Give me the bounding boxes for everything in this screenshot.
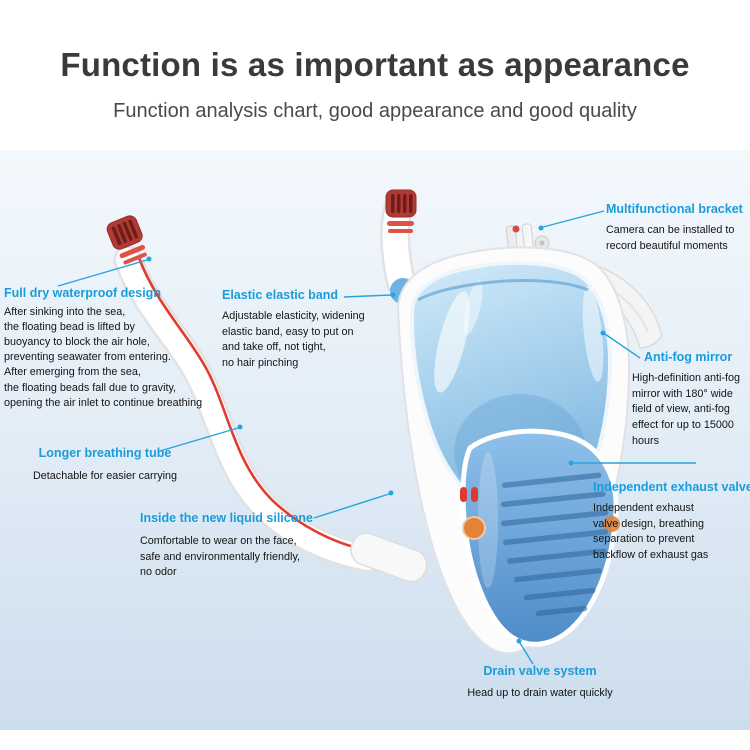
callout-description: Independent exhaust valve design, breath… [593,502,709,561]
exhaust-valves [460,487,620,540]
callout-anti-fog-mirror: Anti-fog mirror High-definition anti-fog… [632,350,750,449]
tube-connector [350,532,428,583]
callout-description: Comfortable to wear on the face, safe an… [140,535,301,579]
callout-leader-lines [57,210,696,665]
callout-description: After sinking into the sea, the floating… [4,306,203,409]
snorkel-tube-right [380,189,417,297]
callout-elastic-band: Elastic elastic band Adjustable elastici… [222,288,400,372]
callout-full-dry-waterproof-design: Full dry waterproof design After sinking… [4,286,246,411]
visor-highlight [434,291,470,393]
callout-independent-exhaust-valve: Independent exhaust valve Independent ex… [593,480,750,564]
callout-label: Multifunctional bracket [606,202,743,216]
callout-longer-breathing-tube: Longer breathing tube Detachable for eas… [20,446,190,485]
callout-drain-valve-system: Drain valve system Head up to drain wate… [442,664,638,702]
callout-description: Camera can be installed to record beauti… [606,224,735,252]
callout-liquid-silicone: Inside the new liquid silicone Comfortab… [140,511,336,581]
drain-valve [462,516,486,540]
callout-label: Anti-fog mirror [644,350,733,364]
callout-description: Head up to drain water quickly [467,687,613,699]
snorkel-tube-left [106,215,383,573]
visor-top-accent [417,279,589,302]
visor-highlight-small [463,280,483,336]
float-valve-cap-right [385,189,417,233]
callout-description: Adjustable elasticity, widening elastic … [222,310,365,369]
page-subtitle: Function analysis chart, good appearance… [113,100,637,122]
callout-label: Inside the new liquid silicone [140,511,313,525]
callout-description: High-definition anti-fog mirror with 180… [632,372,741,447]
callout-description: Detachable for easier carrying [32,470,178,482]
callout-label: Independent exhaust valve [593,480,750,494]
callout-label: Full dry waterproof design [4,286,161,300]
callout-label: Longer breathing tube [38,446,172,460]
float-valve-cap-left [106,215,147,265]
callout-label: Elastic elastic band [222,288,339,302]
callout-label: Drain valve system [483,664,597,678]
callout-multifunctional-bracket: Multifunctional bracket Camera can be in… [606,202,746,254]
chamber-vents [501,472,609,617]
visor-highlight-right [582,286,604,382]
page-title: Function is as important as appearance [60,46,690,83]
header: Function is as important as appearance F… [0,46,750,123]
